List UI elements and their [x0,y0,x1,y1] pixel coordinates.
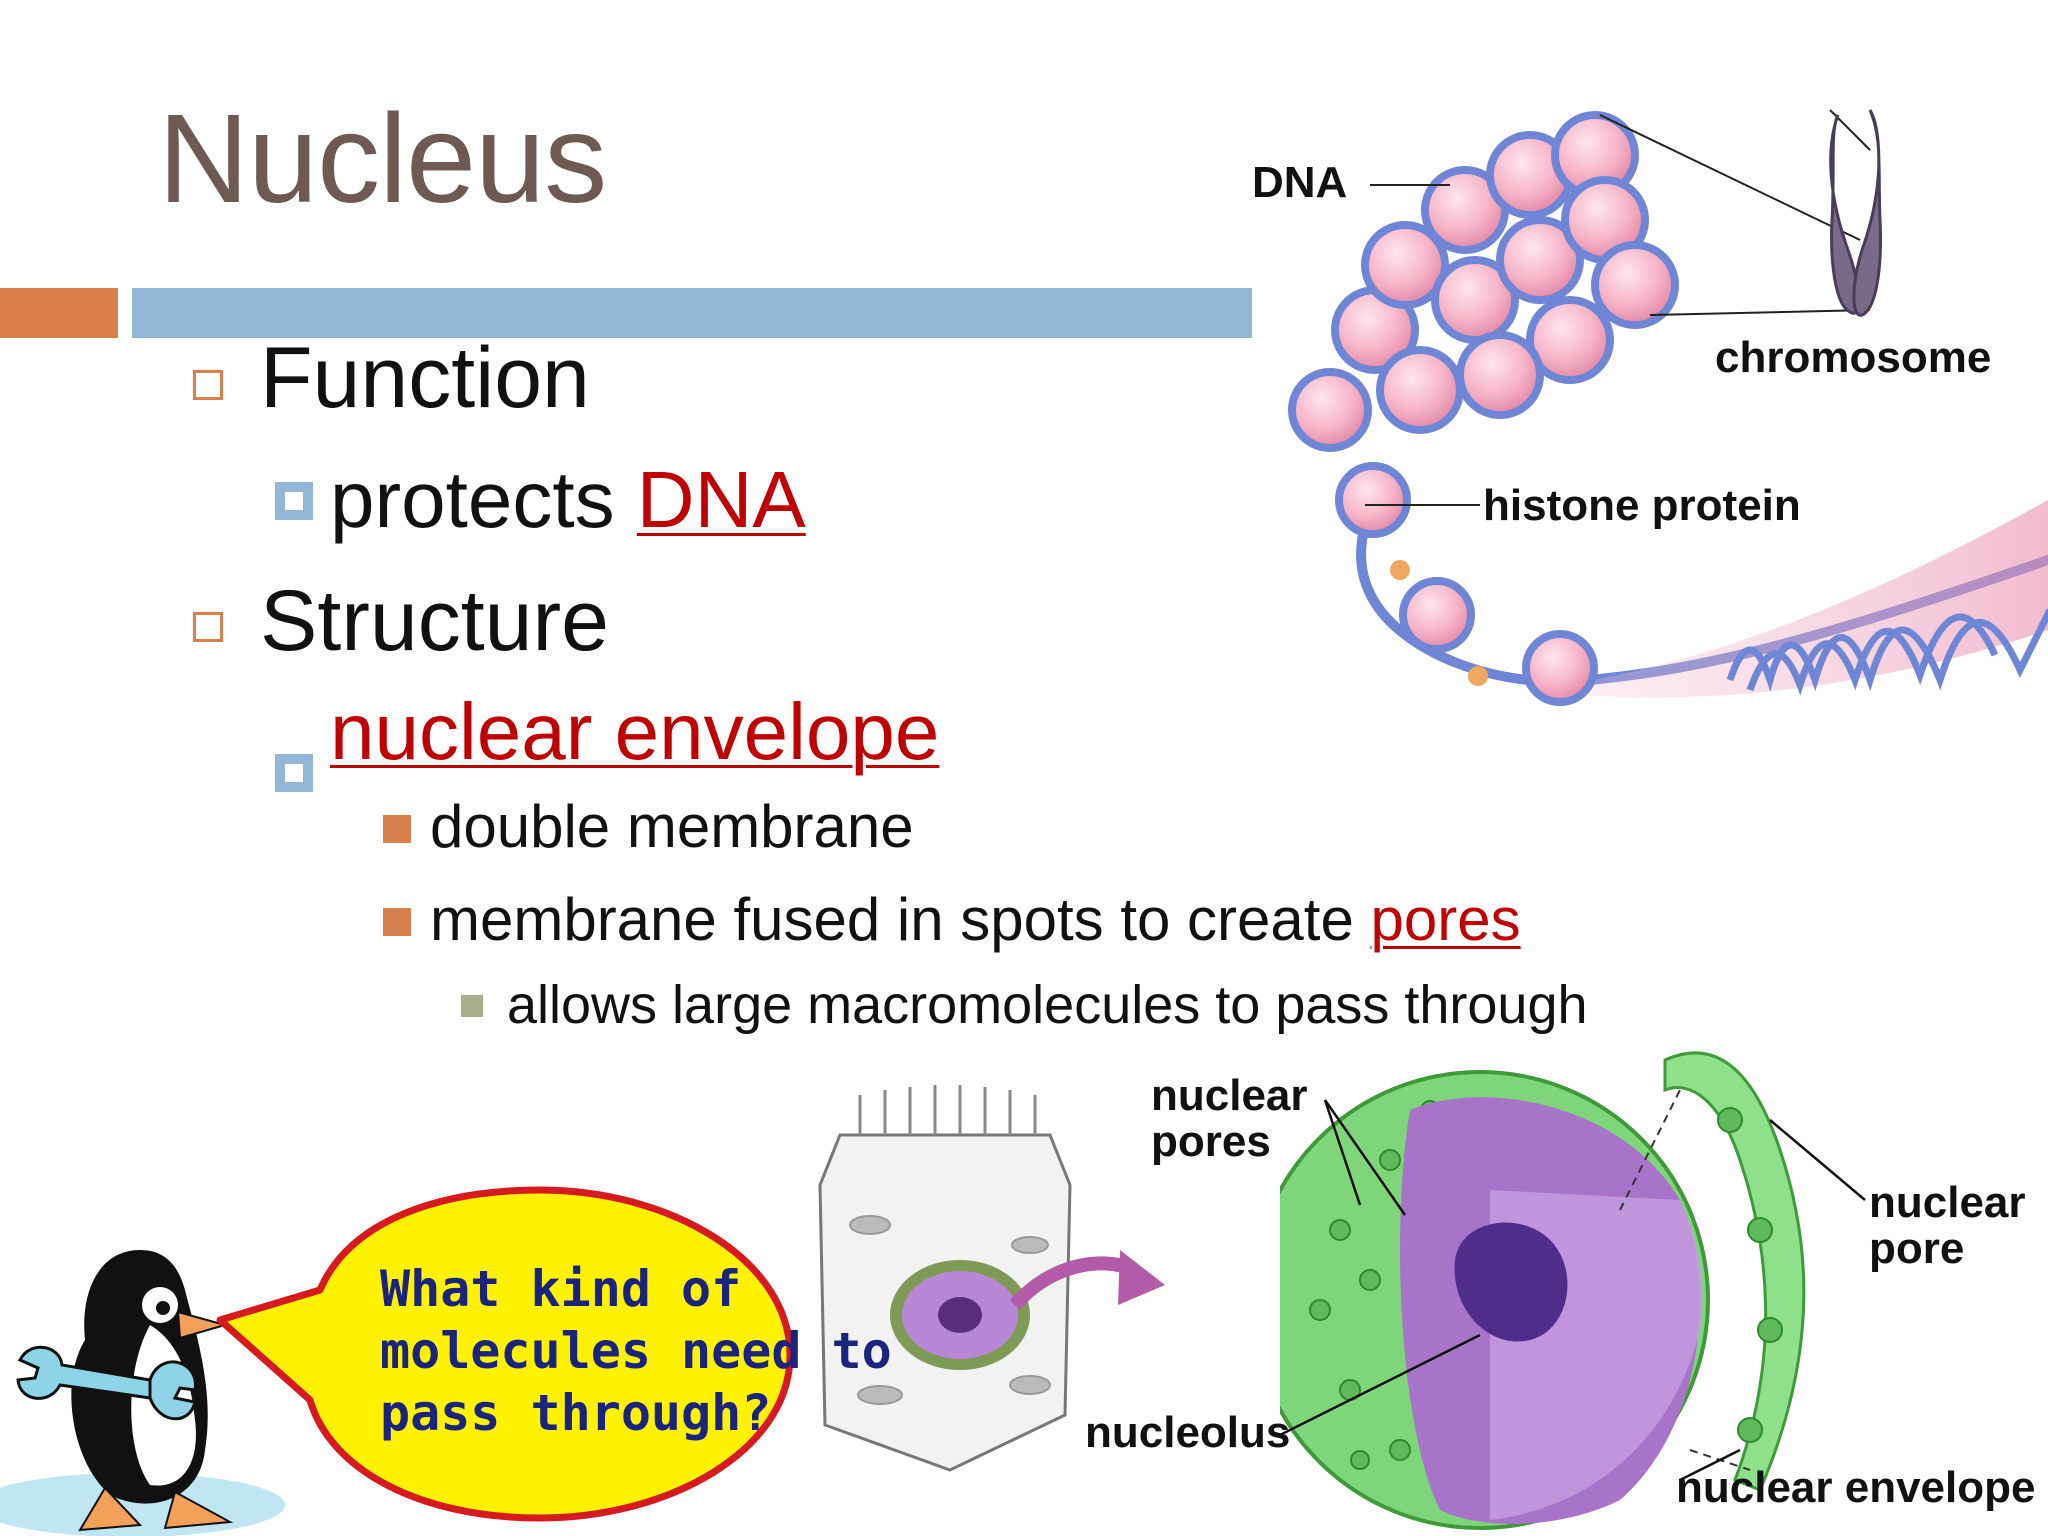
speech-bubble-line3: pass through? [380,1384,772,1442]
bullet-macromolecules: allows large macromolecules to pass thro… [507,975,1588,1035]
bullet-protects-dna: protects DNA [330,460,806,540]
speech-bubble [216,1186,794,1522]
speech-bubble-line1: What kind of [380,1260,742,1318]
dna-link[interactable]: DNA [636,455,806,544]
bullet-marker-nuclear-envelope [275,754,313,792]
speech-bubble-line2: molecules need to [380,1322,892,1380]
nucleus-cutaway-illustration [1280,1051,1866,1530]
protects-text: protects [330,455,637,544]
bullet-marker-pores [383,908,411,936]
fused-text: membrane fused in spots to create [430,886,1371,953]
header-accent-bar-orange [0,288,118,338]
penguin-mascot-icon [0,1250,285,1536]
chromosome-label: chromosome [1715,333,1992,382]
cell-illustration [818,1085,1072,1472]
bullet-marker-function [193,370,223,400]
nuclear-envelope-label: nuclear envelope [1676,1463,2036,1512]
dna-label: DNA [1252,158,1348,207]
histone-protein-label: histone protein [1483,481,1801,530]
nuclear-pore-line1: nuclear [1869,1178,2026,1227]
slide-title: Nucleus [158,88,607,229]
bullet-structure: Structure [260,573,609,669]
header-accent-bar-blue [132,288,1252,338]
nuclear-envelope-link[interactable]: nuclear envelope [330,687,940,776]
nuclear-pore-line2: pore [1869,1224,1965,1274]
nuclear-pores-line2: pores [1151,1117,1271,1167]
bullet-marker-protects [275,482,313,520]
pores-link[interactable]: pores [1370,886,1521,953]
arrow-icon [1010,1250,1165,1310]
bullet-double-membrane: double membrane [430,793,914,860]
bullet-marker-macromolecules [461,995,483,1017]
bullet-pores: membrane fused in spots to create pores [430,890,1521,950]
nuclear-pores-line1: nuclear [1151,1071,1308,1120]
dna-chromatin-illustration [1288,109,2048,706]
bullet-marker-structure [193,612,223,642]
bullet-function: Function [260,330,590,426]
bullet-marker-double-membrane [383,815,411,843]
nucleolus-label: nucleolus [1085,1408,1291,1457]
